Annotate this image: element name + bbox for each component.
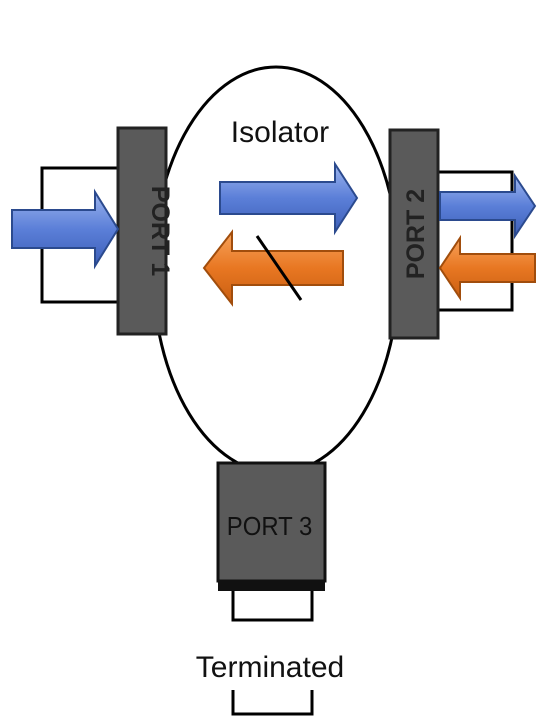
input-arrow [11,188,120,270]
termination-stub-lower [231,690,314,716]
port1-label: PORT 1 [146,186,174,276]
port3-base [218,581,325,591]
port3-block [216,461,327,583]
reverse-arrow [202,229,344,307]
termination-stub [231,590,314,622]
output-forward-arrow [439,172,537,240]
termination-label: Terminated [196,651,344,684]
diagram-title: Isolator [231,116,329,149]
port1-block [116,126,168,336]
port2-block [388,128,440,340]
forward-arrow [219,160,359,236]
port3-label: PORT 3 [227,512,312,541]
output-reflected-arrow [438,234,536,302]
port2-label: PORT 2 [402,189,430,279]
block-slash [255,235,303,301]
